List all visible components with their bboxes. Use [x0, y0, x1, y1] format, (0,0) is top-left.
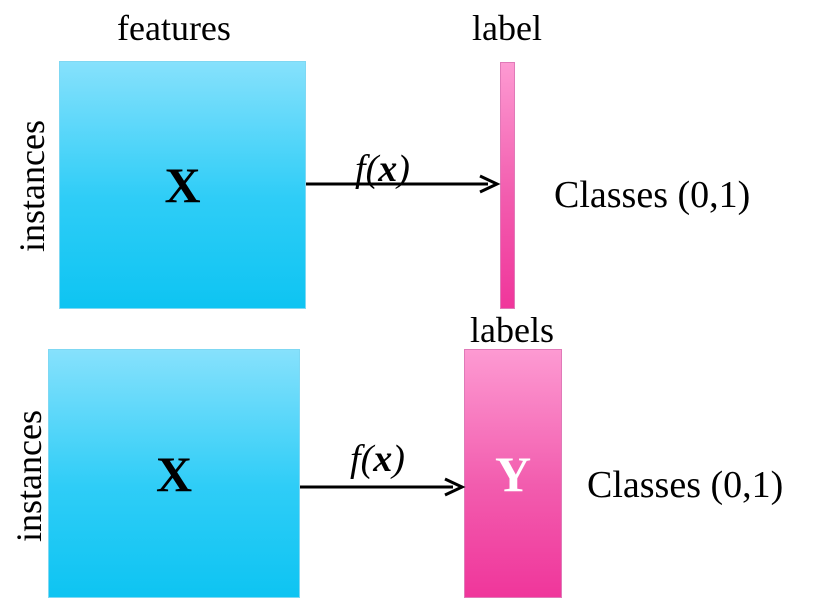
matrix-x-label-bottom: X	[155, 445, 193, 502]
matrix-x-label-top: X	[164, 157, 201, 213]
label-vector	[500, 62, 515, 309]
arrow-bottom	[300, 477, 466, 497]
labels-heading: labels	[470, 310, 554, 350]
classes-text-top: Classes (0,1)	[554, 174, 751, 216]
function-open-paren-bottom: (	[360, 438, 374, 480]
matrix-y-label: Y	[494, 445, 532, 502]
function-arg-bottom: x	[373, 438, 393, 480]
function-open-paren-top: (	[365, 148, 379, 190]
classes-text-bottom: Classes (0,1)	[587, 464, 784, 506]
arrow-top	[306, 174, 501, 194]
function-name-bottom: f	[350, 438, 361, 480]
function-label-top: f(x)	[355, 150, 410, 188]
label-matrix-y: Y	[464, 349, 562, 598]
function-name-top: f	[355, 148, 366, 190]
function-close-paren-bottom: )	[392, 438, 405, 480]
function-arg-top: x	[378, 148, 398, 190]
label-heading: label	[472, 8, 542, 48]
function-label-bottom: f(x)	[350, 440, 405, 478]
function-close-paren-top: )	[397, 148, 410, 190]
feature-matrix-x-top: X	[59, 61, 306, 309]
feature-matrix-x-bottom: X	[48, 349, 300, 598]
features-heading: features	[117, 8, 231, 48]
